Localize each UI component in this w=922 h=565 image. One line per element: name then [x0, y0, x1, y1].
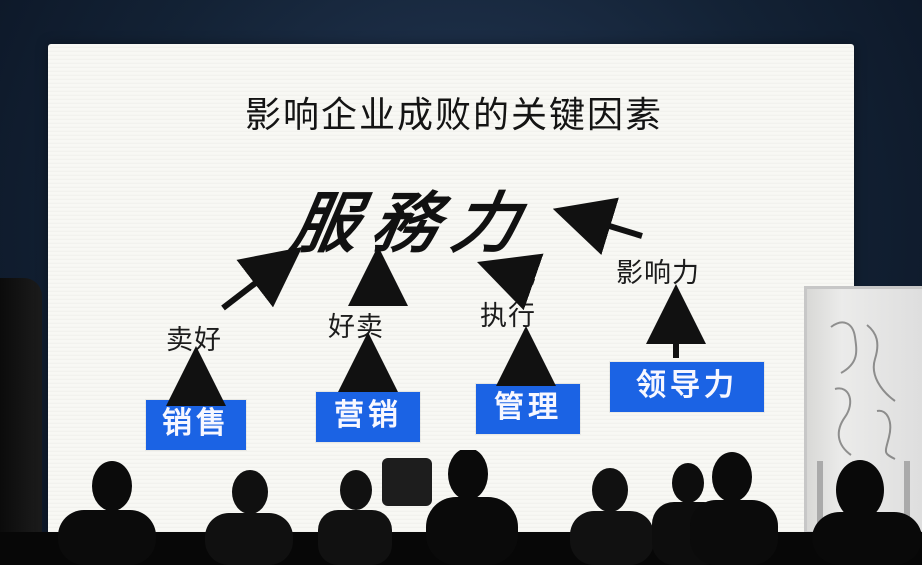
label-influence: 影响力: [616, 258, 700, 289]
slide-title: 影响企业成败的关键因素: [244, 95, 663, 136]
box-leadership: 领导力: [610, 362, 764, 412]
label-sell-well: 卖好: [166, 325, 222, 356]
projection-screen: 影响企业成败的关键因素 服務力 卖好 好卖 执行 影响力 销售 营销 管理 领导…: [48, 44, 854, 536]
left-dark-stand: [0, 278, 42, 565]
box-management: 管理: [476, 384, 580, 434]
box-sales: 销售: [146, 400, 246, 450]
arrow-influence-to-core: [552, 197, 643, 255]
box-marketing: 营销: [316, 392, 420, 442]
arrow-sell-well-to-core: [221, 247, 303, 311]
core-calligraphy: 服務力: [285, 184, 540, 262]
arrow-execution-to-core: [477, 253, 544, 311]
flipchart-board: [804, 286, 922, 534]
label-execution: 执行: [480, 301, 536, 332]
board-leg-right: [904, 461, 910, 531]
label-easy-to-sell: 好卖: [328, 312, 384, 343]
whiteboard-scribbles: [830, 321, 896, 460]
board-leg-left: [817, 461, 823, 531]
